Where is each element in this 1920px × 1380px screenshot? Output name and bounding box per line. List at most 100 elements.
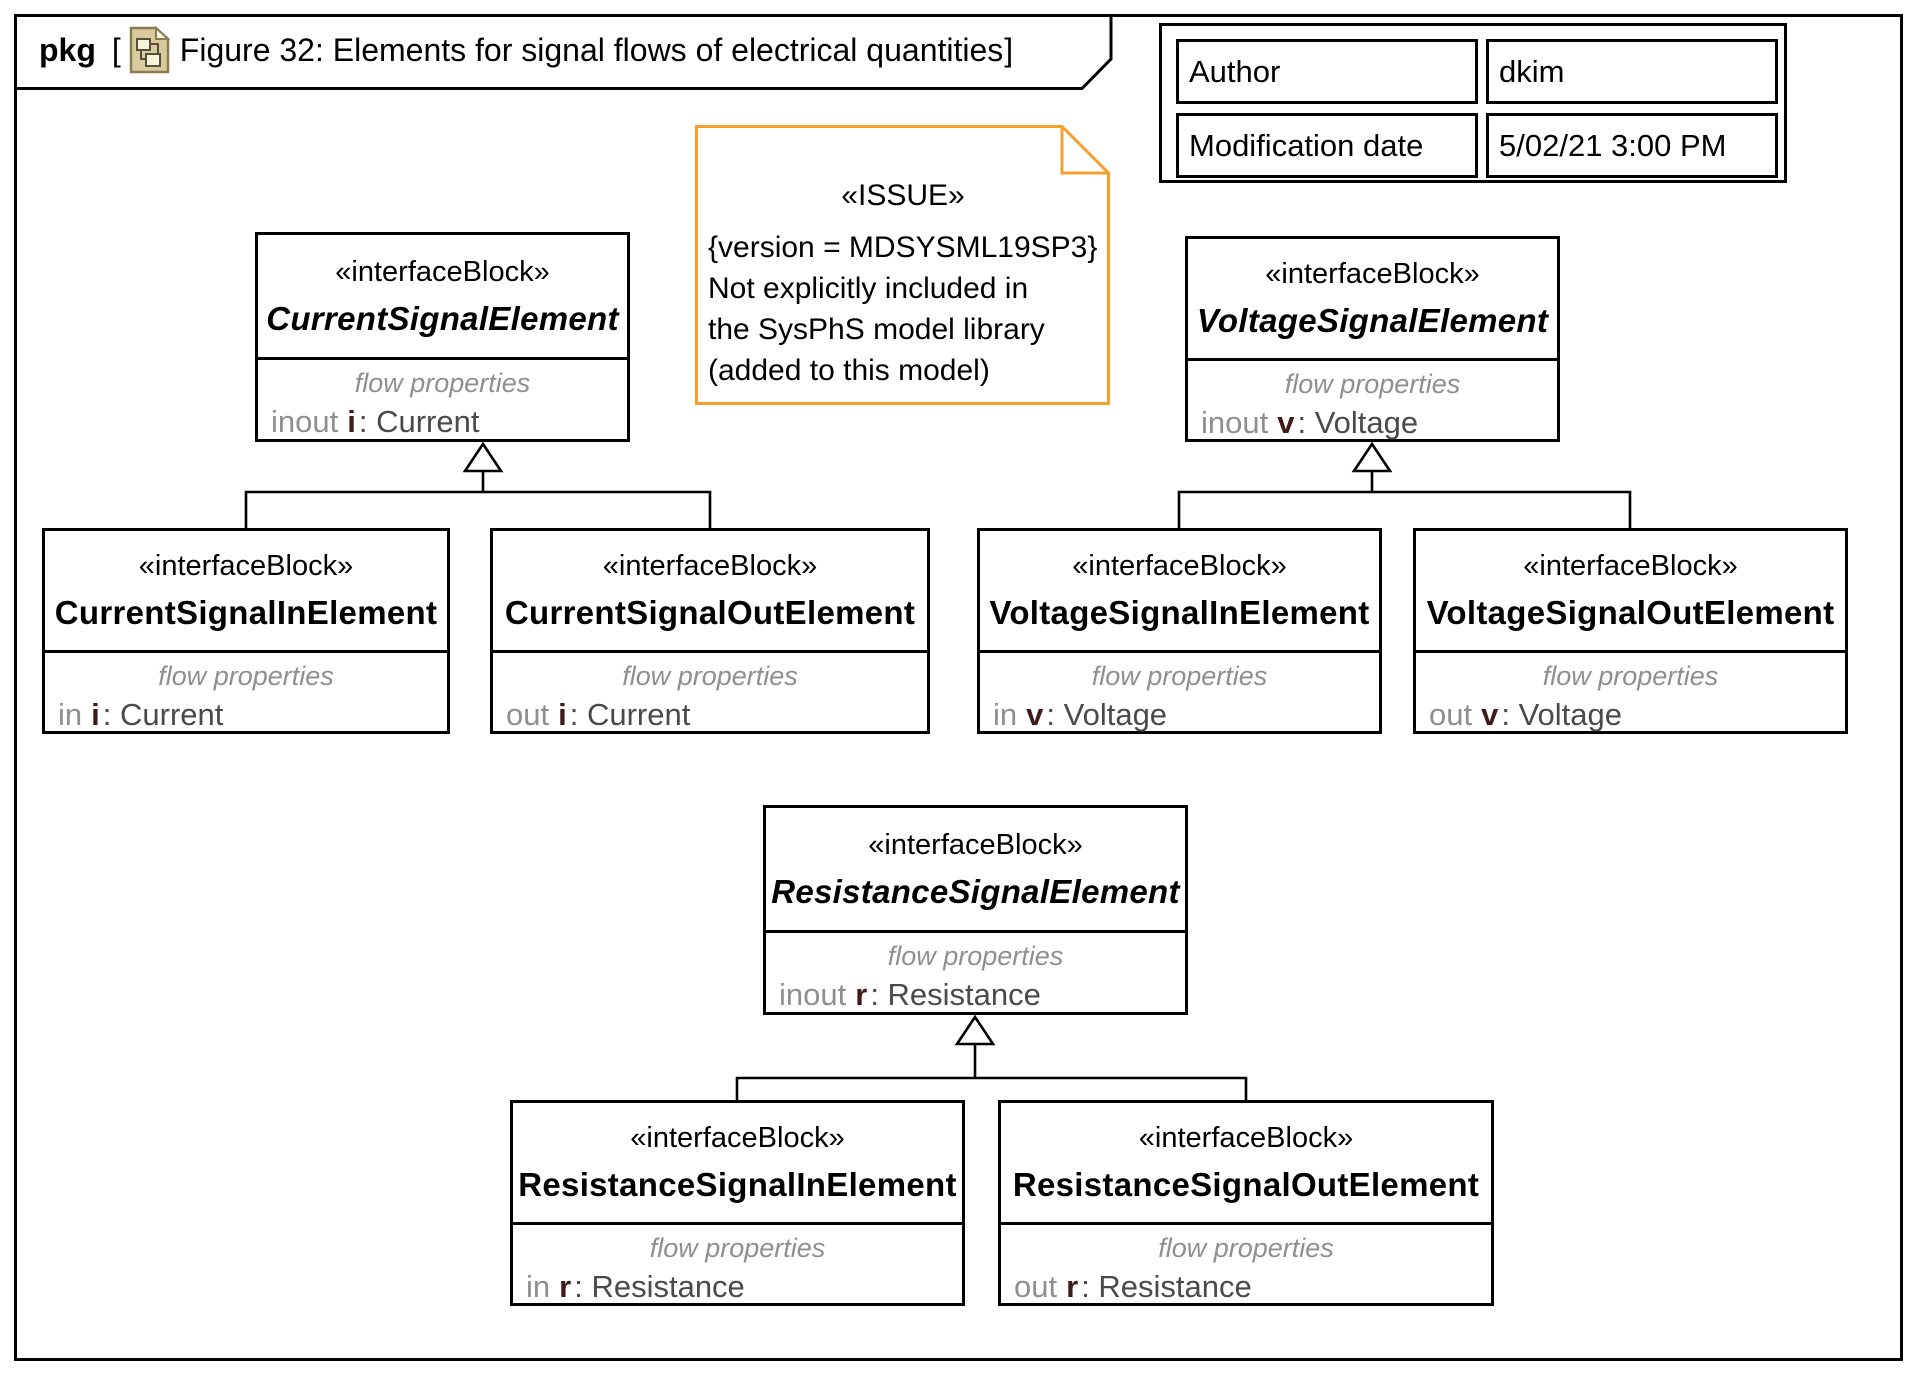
generalization-connector-current[interactable] — [244, 441, 712, 528]
diagram-kind-keyword: pkg — [39, 31, 96, 68]
generalization-connector-resistance[interactable] — [735, 1014, 1248, 1100]
interface-block-voltage-signal-element[interactable]: «interfaceBlock» VoltageSignalElement fl… — [1185, 236, 1560, 442]
block-name: VoltageSignalInElement — [989, 594, 1370, 631]
compartment-label: flow properties — [1158, 1233, 1334, 1263]
compartment-label: flow properties — [649, 1233, 826, 1263]
block-name: CurrentSignalElement — [266, 299, 619, 337]
interface-block-resistance-signal-out-element[interactable]: «interfaceBlock» ResistanceSignalOutElem… — [998, 1100, 1494, 1306]
block-stereotype: «interfaceBlock» — [1523, 550, 1738, 582]
generalization-triangle-icon — [954, 1014, 996, 1046]
generalization-triangle-icon — [1351, 441, 1393, 473]
note-body-line: (added to this model) — [708, 354, 990, 387]
flow-direction: in — [526, 1269, 551, 1304]
compartment-label: flow properties — [622, 661, 798, 691]
info-value-modification-date: 5/02/21 3:00 PM — [1486, 113, 1778, 178]
info-label-modification-date: Modification date — [1176, 113, 1478, 178]
info-value-author: dkim — [1486, 39, 1778, 104]
flow-direction: inout — [271, 404, 339, 439]
note-constraint: {version = MDSYSML19SP3} — [708, 231, 1098, 264]
block-name: VoltageSignalOutElement — [1426, 594, 1835, 631]
interface-block-current-signal-out-element[interactable]: «interfaceBlock» CurrentSignalOutElement… — [490, 528, 930, 734]
flow-direction: in — [58, 697, 83, 732]
block-stereotype: «interfaceBlock» — [868, 828, 1083, 861]
block-name: VoltageSignalElement — [1196, 302, 1549, 339]
block-header: «interfaceBlock» VoltageSignalInElement — [980, 531, 1379, 653]
diagram-header-tab-shape — [14, 14, 1113, 90]
diagram-info-table[interactable]: Author dkim Modification date 5/02/21 3:… — [1159, 23, 1787, 183]
generalization-connector-voltage[interactable] — [1177, 441, 1632, 528]
block-header: «interfaceBlock» ResistanceSignalElement — [766, 808, 1185, 933]
flow-property-name: v — [1026, 697, 1044, 732]
block-stereotype: «interfaceBlock» — [335, 255, 550, 288]
interface-block-voltage-signal-out-element[interactable]: «interfaceBlock» VoltageSignalOutElement… — [1413, 528, 1848, 734]
interface-block-resistance-signal-element[interactable]: «interfaceBlock» ResistanceSignalElement… — [763, 805, 1188, 1015]
compartment-label: flow properties — [1542, 661, 1719, 691]
package-diagram-icon — [129, 26, 170, 74]
flow-direction: out — [1429, 697, 1473, 732]
block-header: «interfaceBlock» CurrentSignalOutElement — [493, 531, 927, 653]
block-stereotype: «interfaceBlock» — [602, 550, 818, 582]
interface-block-resistance-signal-in-element[interactable]: «interfaceBlock» ResistanceSignalInEleme… — [510, 1100, 965, 1306]
issue-note: «ISSUE» {version = MDSYSML19SP3} Not exp… — [695, 125, 1110, 405]
compartment-label: flow properties — [887, 941, 1064, 971]
flow-property-type: : Current — [358, 404, 480, 439]
flow-property-type: : Voltage — [1046, 697, 1168, 732]
note-stereotype: «ISSUE» — [841, 179, 965, 212]
interface-block-voltage-signal-in-element[interactable]: «interfaceBlock» VoltageSignalInElement … — [977, 528, 1382, 734]
flow-property-type: : Current — [102, 697, 224, 732]
flow-direction: out — [506, 697, 550, 732]
flow-property-name: i — [558, 697, 567, 732]
generalization-triangle-icon — [462, 441, 504, 473]
flow-property-name: r — [559, 1269, 572, 1304]
block-header: «interfaceBlock» CurrentSignalElement — [258, 235, 627, 360]
issue-note-shape[interactable] — [695, 125, 1110, 405]
block-name: CurrentSignalInElement — [54, 594, 438, 631]
note-body-line: the SysPhS model library — [708, 313, 1045, 346]
block-header: «interfaceBlock» VoltageSignalElement — [1188, 239, 1557, 361]
flow-property-name: r — [1066, 1269, 1079, 1304]
diagram-title: Figure 32: Elements for signal flows of … — [179, 31, 1004, 68]
interface-block-current-signal-in-element[interactable]: «interfaceBlock» CurrentSignalInElement … — [42, 528, 450, 734]
diagram-header-tab[interactable]: pkg [ Figure 32: Elements for signal flo… — [14, 14, 1114, 86]
block-header: «interfaceBlock» ResistanceSignalInEleme… — [513, 1103, 962, 1225]
flow-property-type: : Voltage — [1501, 697, 1623, 732]
block-header: «interfaceBlock» VoltageSignalOutElement — [1416, 531, 1845, 653]
note-body-line: Not explicitly included in — [708, 272, 1029, 305]
flow-property-type: : Current — [569, 697, 691, 732]
flow-property-type: : Resistance — [870, 977, 1041, 1012]
flow-property-type: : Resistance — [1081, 1269, 1252, 1304]
flow-property-type: : Resistance — [574, 1269, 745, 1304]
block-stereotype: «interfaceBlock» — [630, 1122, 845, 1154]
flow-property-name: r — [855, 977, 868, 1012]
block-header: «interfaceBlock» ResistanceSignalOutElem… — [1001, 1103, 1491, 1225]
interface-block-current-signal-element[interactable]: «interfaceBlock» CurrentSignalElement fl… — [255, 232, 630, 442]
block-name: CurrentSignalOutElement — [504, 594, 916, 631]
open-bracket: [ — [111, 31, 121, 68]
flow-direction: inout — [1201, 405, 1269, 440]
block-header: «interfaceBlock» CurrentSignalInElement — [45, 531, 447, 653]
compartment-label: flow properties — [1284, 369, 1461, 399]
block-stereotype: «interfaceBlock» — [138, 550, 354, 582]
flow-property-name: i — [91, 697, 100, 732]
compartment-label: flow properties — [354, 368, 531, 398]
info-label-author: Author — [1176, 39, 1478, 104]
block-stereotype: «interfaceBlock» — [1072, 550, 1287, 582]
flow-direction: inout — [779, 977, 847, 1012]
